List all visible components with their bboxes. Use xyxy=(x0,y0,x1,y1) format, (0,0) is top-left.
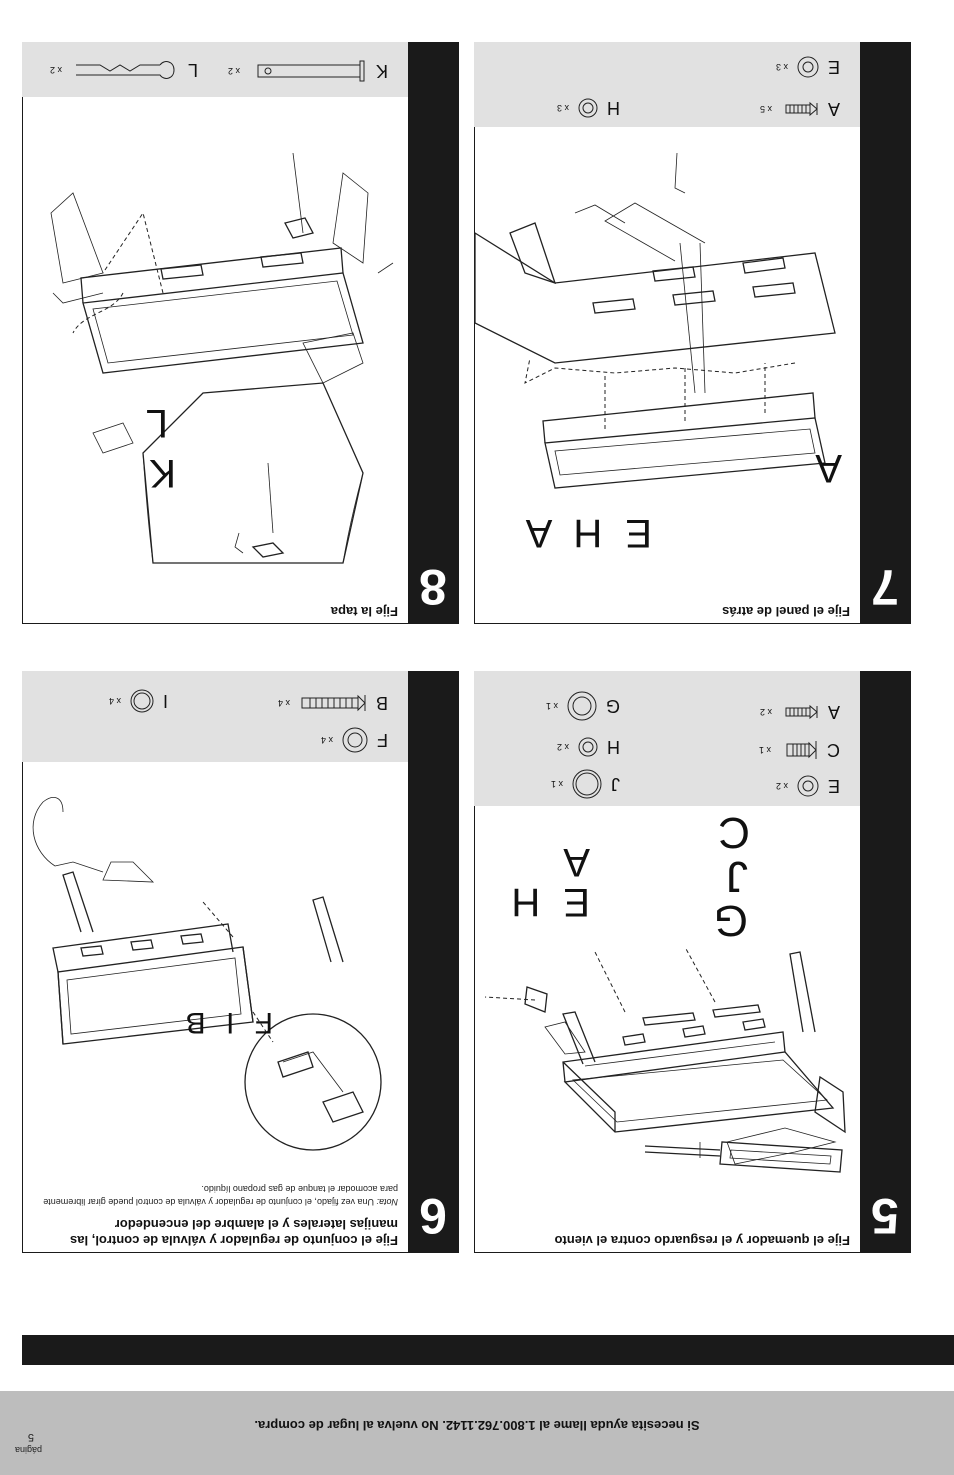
washer-icon xyxy=(797,56,819,78)
lock-washer-icon xyxy=(578,737,598,757)
washer-icon xyxy=(567,691,597,721)
step-8-number-bar xyxy=(408,43,458,623)
step-8-callout-k: K xyxy=(143,451,176,495)
step-7-number: 7 xyxy=(871,559,899,615)
step-8-part-k: K x 2 xyxy=(227,60,388,82)
step-5-part-j: J x 1 xyxy=(551,768,620,800)
step-6-note: Nota: Una vez fijado, el conjunto de reg… xyxy=(38,1182,398,1208)
step-5-burner-illustration xyxy=(644,1141,843,1173)
step-7-callout-eha: E H A xyxy=(519,511,652,555)
section-divider-band xyxy=(22,1335,954,1365)
step-5-illustration xyxy=(484,946,846,1165)
step-6-illustration xyxy=(32,797,382,1151)
step-7-illustration xyxy=(474,152,836,489)
step-5-title: Fije el quemador y el resguardo contra e… xyxy=(554,1233,850,1248)
step-8-title: Fije la tapa xyxy=(330,604,398,619)
step-7-part-e: E x 3 xyxy=(775,56,840,78)
step-8-part-l: L x 2 xyxy=(50,57,198,83)
step-7-part-h: H x 3 xyxy=(556,98,620,118)
step-7: 7 Fije el panel de atrás xyxy=(474,42,911,624)
step-6-part-f: F x 4 xyxy=(321,726,388,754)
screw-icon xyxy=(785,101,818,117)
washer-icon xyxy=(797,775,819,797)
step-5-number-bar xyxy=(860,672,910,1252)
step-6-callout-fib: F I B xyxy=(179,1006,273,1039)
bolt-icon xyxy=(786,741,817,759)
step-6-parts-box: B x 4 F x 4 I x 4 xyxy=(22,671,408,762)
step-5-parts-box: A x 2 C x 1 E x 2 G x 1 xyxy=(474,671,860,806)
step-5-part-c: C x 1 xyxy=(758,740,840,760)
step-8: 8 Fije la tapa xyxy=(22,42,459,624)
step-6-number: 6 xyxy=(419,1188,447,1244)
step-5-number: 5 xyxy=(871,1188,899,1244)
step-5-part-a: A x 2 xyxy=(759,702,840,722)
washer-icon xyxy=(342,727,368,753)
step-6-part-i: I x 4 xyxy=(109,688,168,714)
step-7-parts-box: A x 5 E x 3 H x 3 xyxy=(474,42,860,127)
step-6-frame: 6 Fije el conjunto de regulador y válvul… xyxy=(22,671,459,1253)
footer-band xyxy=(0,1391,954,1475)
step-7-title: Fije el panel de atrás xyxy=(722,604,850,619)
bolt-icon xyxy=(301,694,366,712)
step-5-part-h: H x 2 xyxy=(556,737,620,757)
screw-icon xyxy=(785,704,818,720)
page-number: 5 xyxy=(27,1431,34,1443)
ring-icon xyxy=(130,689,154,713)
step-6: 6 Fije el conjunto de regulador y válvul… xyxy=(22,671,459,1253)
step-8-number: 8 xyxy=(419,559,447,615)
step-7-callout-a: A xyxy=(809,446,842,490)
step-8-frame: 8 Fije la tapa xyxy=(22,42,459,624)
step-5-callout-ehs: E H A xyxy=(505,840,590,924)
step-5-part-g: G x 1 xyxy=(546,690,620,722)
step-5-frame: 5 Fije el quemador y el resguardo contra… xyxy=(474,671,911,1253)
page-label: página xyxy=(14,1445,42,1455)
step-6-note-label: Nota: xyxy=(376,1197,398,1207)
step-6-part-b: B x 4 xyxy=(277,693,388,713)
step-7-number-bar xyxy=(860,43,910,623)
help-text: Si necesita ayuda llame al 1.800.762.114… xyxy=(254,1418,700,1433)
step-8-illustration xyxy=(50,152,394,564)
step-5: 5 Fije el quemador y el resguardo contra… xyxy=(474,671,911,1253)
hitch-pin-icon xyxy=(75,61,175,79)
step-5-callout-c: C xyxy=(712,808,750,857)
lock-washer-icon xyxy=(578,98,598,118)
step-6-title: Fije el conjunto de regulador y válvula … xyxy=(70,1217,398,1248)
step-5-callout-j: J xyxy=(720,852,748,901)
step-7-frame: 7 Fije el panel de atrás xyxy=(474,42,911,624)
step-7-part-a: A x 5 xyxy=(759,99,840,119)
step-5-callout-g: G xyxy=(707,896,748,945)
step-6-number-bar xyxy=(408,672,458,1252)
step-6-note-text: Una vez fijado, el conjunto de regulador… xyxy=(43,1184,398,1207)
step-5-part-e: E x 2 xyxy=(775,775,840,797)
step-8-parts-box: K x 2 L x 2 xyxy=(22,42,408,97)
step-8-callout-l: L xyxy=(139,401,168,445)
ring-icon xyxy=(572,769,602,799)
pin-icon xyxy=(257,60,365,82)
